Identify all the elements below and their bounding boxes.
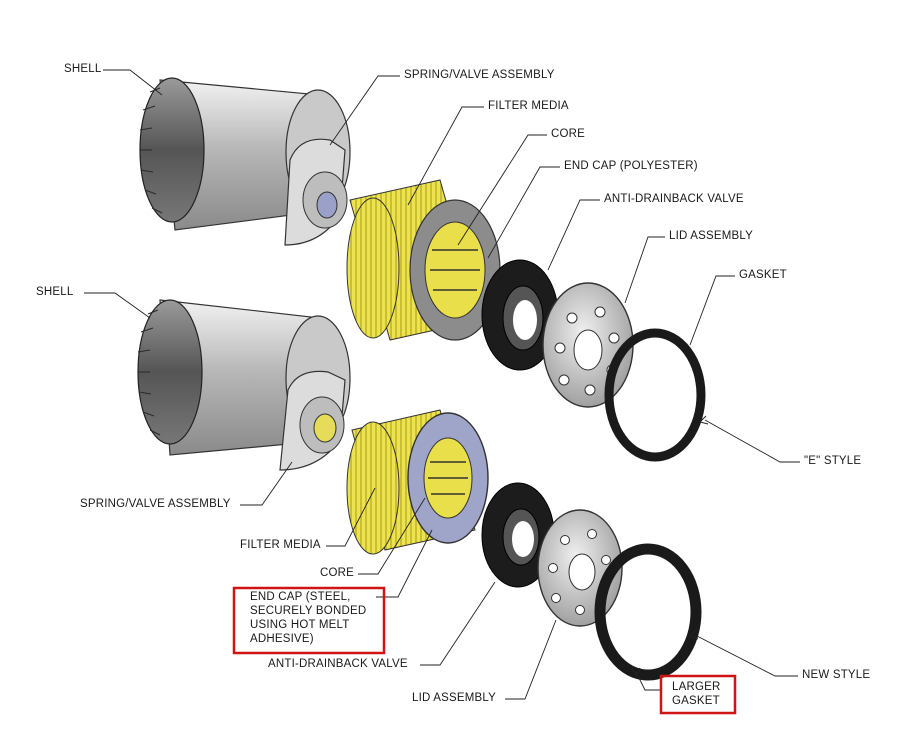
label-bottom-spring-valve: SPRING/VALVE ASSEMBLY (80, 498, 231, 510)
label-new-style: NEW STYLE (802, 669, 871, 681)
bottom-end-cap (407, 412, 489, 544)
highlight-end-cap-box (232, 586, 386, 655)
label-bottom-anti-drainback: ANTI-DRAINBACK VALVE (268, 658, 408, 670)
label-top-shell: SHELL (64, 63, 102, 75)
top-lid (542, 282, 634, 408)
top-anti-drainback (481, 259, 559, 371)
label-bottom-shell: SHELL (36, 286, 74, 298)
label-bottom-filter-media: FILTER MEDIA (240, 539, 321, 551)
label-top-gasket: GASKET (739, 269, 787, 281)
top-gasket (604, 328, 706, 462)
label-top-anti-drainback: ANTI-DRAINBACK VALVE (604, 193, 744, 205)
label-top-lid-assembly: LID ASSEMBLY (669, 230, 754, 242)
label-bottom-core: CORE (320, 567, 355, 579)
leader-lines (84, 69, 800, 700)
label-e-style: "E" STYLE (804, 455, 862, 467)
bottom-gasket (594, 543, 702, 681)
label-bottom-lid-assembly: LID ASSEMBLY (412, 692, 497, 704)
label-top-end-cap: END CAP (POLYESTER) (564, 160, 698, 172)
highlight-gasket-box (659, 674, 737, 715)
label-top-spring-valve: SPRING/VALVE ASSEMBLY (404, 69, 555, 81)
label-top-filter-media: FILTER MEDIA (488, 100, 569, 112)
label-bottom-end-cap: END CAP (STEEL, SECURELY BONDED USING HO… (250, 591, 367, 645)
top-end-cap (409, 199, 501, 341)
label-larger-gasket: LARGER GASKET (672, 681, 721, 707)
top-spring-valve (284, 138, 348, 246)
bottom-spring-valve (279, 370, 346, 471)
label-top-core: CORE (551, 128, 586, 140)
bottom-anti-drainback (481, 482, 555, 588)
